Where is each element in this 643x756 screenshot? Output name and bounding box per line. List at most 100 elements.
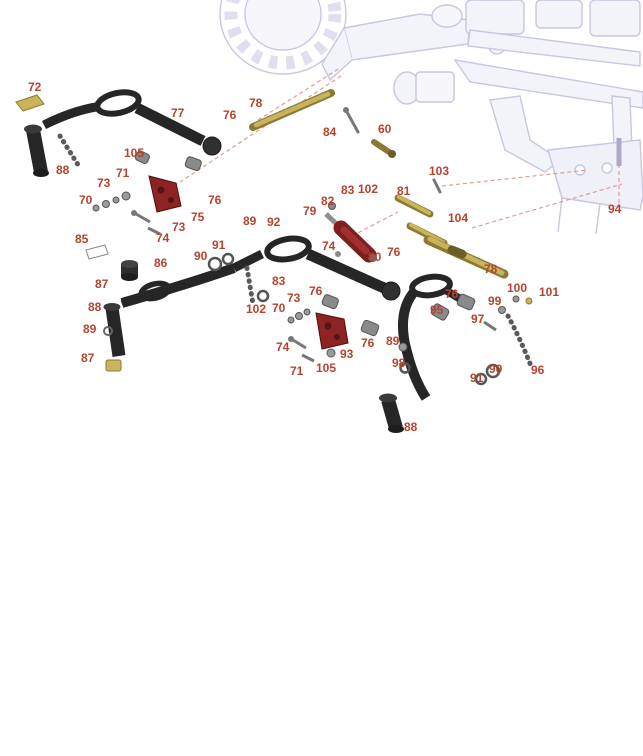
post-cap xyxy=(379,393,397,403)
part-label-90: 90 xyxy=(194,249,208,263)
left-lift-arm-assembly xyxy=(15,89,222,236)
arm-boss xyxy=(202,136,222,156)
washer-70 xyxy=(295,312,303,320)
part-label-76: 76 xyxy=(361,336,375,350)
bolt-84-head xyxy=(343,107,349,113)
washer-105 xyxy=(326,348,336,358)
right-lift-arm-assembly xyxy=(379,273,534,433)
bracket-hole xyxy=(324,322,332,330)
arm-77-shaft xyxy=(41,102,97,130)
part-label-76: 76 xyxy=(387,245,401,259)
washer-100 xyxy=(512,295,520,303)
part-label-102: 102 xyxy=(246,302,267,316)
muffler-body xyxy=(415,71,455,103)
part-label-70: 70 xyxy=(272,301,286,315)
air-cleaner xyxy=(589,0,641,37)
part-label-105: 105 xyxy=(124,146,145,160)
bolt-103 xyxy=(432,178,442,194)
part-label-76: 76 xyxy=(309,284,323,298)
fender-bracket xyxy=(321,27,353,82)
top-rod-hardware xyxy=(249,89,396,158)
part-label-60: 60 xyxy=(378,122,392,136)
part-label-73: 73 xyxy=(172,220,186,234)
arm-77-beam xyxy=(134,103,206,146)
bushing-95 xyxy=(430,303,450,321)
bushing-87 xyxy=(105,359,122,372)
bushing-76 xyxy=(321,294,339,310)
center-lift-arm-assembly xyxy=(85,235,401,372)
bolt xyxy=(147,226,161,236)
washer-101 xyxy=(525,297,533,305)
part-label-89: 89 xyxy=(83,322,97,336)
bracket-hole xyxy=(168,197,174,203)
engine-block xyxy=(465,0,525,35)
washer-70 xyxy=(92,204,100,212)
part-label-104: 104 xyxy=(448,211,469,225)
bolt-74 xyxy=(292,338,307,350)
right-pins-and-rod xyxy=(394,178,509,279)
bolt-74 xyxy=(335,251,341,257)
washer xyxy=(303,308,311,316)
part-label-91: 91 xyxy=(212,238,226,252)
part-label-79: 79 xyxy=(303,204,317,218)
post-foot xyxy=(33,169,49,177)
part-label-76: 76 xyxy=(208,193,222,207)
arm-handle-loop xyxy=(409,273,453,299)
part-label-89: 89 xyxy=(386,334,400,348)
part-label-73: 73 xyxy=(287,291,301,305)
part-label-86: 86 xyxy=(154,256,168,270)
part-label-73: 73 xyxy=(97,176,111,190)
pivot-post-88 xyxy=(26,128,48,174)
bolt-97 xyxy=(483,320,497,332)
washer-99 xyxy=(498,306,506,314)
part-label-83: 83 xyxy=(341,183,355,197)
frame-rail-upper xyxy=(467,29,641,67)
part-label-81: 81 xyxy=(397,184,411,198)
part-label-74: 74 xyxy=(156,231,170,245)
washer-98 xyxy=(399,362,411,374)
part-label-94: 94 xyxy=(608,202,622,216)
part-label-97: 97 xyxy=(471,312,485,326)
bushing-105 xyxy=(134,150,150,165)
part-label-76: 76 xyxy=(445,287,459,301)
part-label-72: 72 xyxy=(28,80,42,94)
rod-band xyxy=(447,245,467,259)
bracket-hole xyxy=(157,186,165,194)
washer-91 xyxy=(474,372,488,386)
plate-72 xyxy=(15,94,45,112)
lift-cylinder-assembly xyxy=(324,202,377,263)
pin-60-head xyxy=(388,150,396,158)
bolt-84 xyxy=(345,110,360,134)
chain xyxy=(57,133,83,171)
clevis-85 xyxy=(85,244,109,260)
part-label-101: 101 xyxy=(539,285,560,299)
port-80 xyxy=(369,254,377,262)
bushing-76 xyxy=(456,293,476,311)
lift-rod-78-highlight xyxy=(253,91,331,128)
part-label-78: 78 xyxy=(249,96,263,110)
chain-83 xyxy=(244,265,256,307)
washer xyxy=(121,191,131,201)
washer-90 xyxy=(485,363,501,379)
bolt-71 xyxy=(301,353,315,363)
bracket-hole xyxy=(334,334,340,340)
part-label-99: 99 xyxy=(488,294,502,308)
part-label-96: 96 xyxy=(531,363,545,377)
arm-92-beam-left xyxy=(120,263,236,308)
arm-77-handle-loop xyxy=(94,89,142,117)
part-label-88: 88 xyxy=(404,420,418,434)
part-label-87: 87 xyxy=(81,351,95,365)
fitting-82 xyxy=(328,202,336,210)
connector-lines xyxy=(173,67,623,237)
red-bracket-93 xyxy=(315,312,349,350)
part-label-70: 70 xyxy=(79,193,93,207)
washer-89 xyxy=(398,342,408,352)
post-foot xyxy=(388,425,404,433)
part-label-92: 92 xyxy=(267,215,281,229)
part-label-95: 95 xyxy=(430,303,444,317)
bolt-74 xyxy=(135,212,151,224)
bolt-head xyxy=(131,210,137,216)
part-label-90: 90 xyxy=(489,362,503,376)
pivot-post-88 xyxy=(105,307,126,357)
